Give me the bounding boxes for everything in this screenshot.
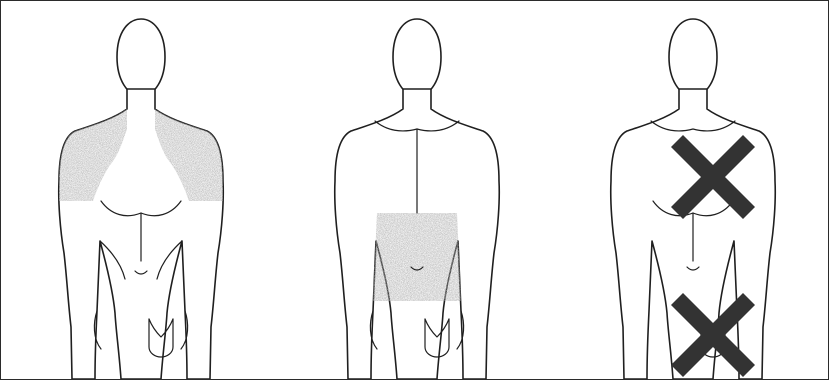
figure-panel-abdomen [277, 1, 553, 379]
body-figure-shoulders [1, 1, 277, 379]
figure-panel-shoulders [1, 1, 277, 379]
body-figure-cross-marks [553, 1, 829, 379]
body-figure-abdomen [277, 1, 553, 379]
shaded-abdomen [373, 213, 461, 301]
figure-panel-cross-marks [553, 1, 829, 379]
